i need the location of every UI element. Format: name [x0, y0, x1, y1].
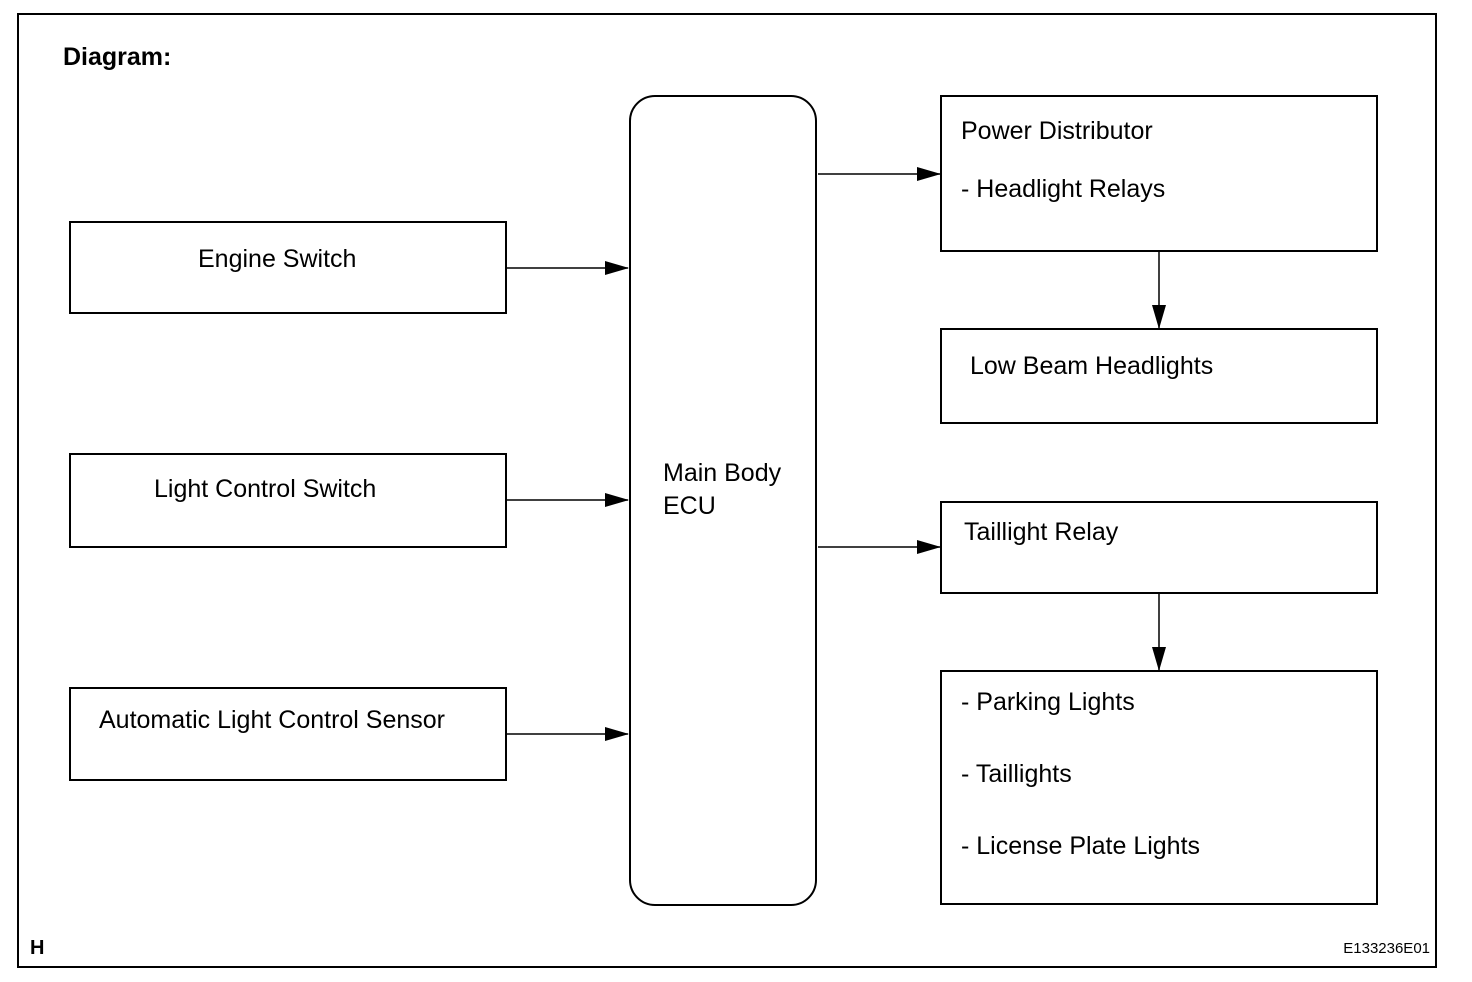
taillight-relay-label: Taillight Relay — [964, 518, 1119, 546]
corner-mark: H — [30, 937, 45, 959]
light-control-switch-box: Light Control Switch — [69, 453, 507, 548]
parking-lights-item: - Parking Lights — [961, 688, 1135, 716]
light-control-switch-label: Light Control Switch — [154, 475, 377, 503]
auto-light-sensor-label: Automatic Light Control Sensor — [99, 706, 446, 734]
diagram-title: Diagram: — [63, 43, 172, 71]
low-beam-headlights-label: Low Beam Headlights — [970, 352, 1214, 380]
license-plate-lights-item: - License Plate Lights — [961, 832, 1201, 860]
auto-light-sensor-box: Automatic Light Control Sensor — [69, 687, 507, 781]
engine-switch-box: Engine Switch — [69, 221, 507, 314]
ecu-label-line1: Main Body — [663, 459, 782, 487]
engine-switch-label: Engine Switch — [198, 245, 357, 273]
headlight-relays-item: - Headlight Relays — [961, 175, 1166, 203]
diagram-frame — [17, 13, 1437, 968]
figure-code: E133236E01 — [1343, 940, 1430, 957]
power-distributor-title: Power Distributor — [961, 117, 1153, 145]
low-beam-headlights-box: Low Beam Headlights — [940, 328, 1378, 424]
taillight-relay-box: Taillight Relay — [940, 501, 1378, 594]
power-distributor-box: Power Distributor - Headlight Relays — [940, 95, 1378, 252]
taillights-item: - Taillights — [961, 760, 1072, 788]
lights-box: - Parking Lights - Taillights - License … — [940, 670, 1378, 905]
main-body-ecu-box: Main Body ECU — [629, 95, 817, 906]
ecu-label-line2: ECU — [663, 492, 716, 520]
